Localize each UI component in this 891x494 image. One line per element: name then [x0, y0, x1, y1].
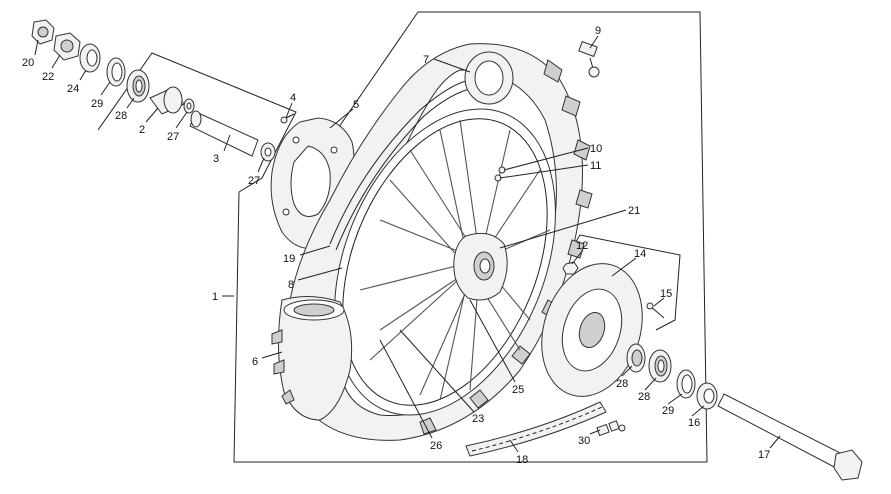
wheel-hub-part [453, 232, 508, 301]
tube-part [464, 51, 514, 105]
chain-side-spacer-part [696, 382, 718, 410]
callout-26: 26 [430, 440, 442, 452]
callout-2: 2 [139, 124, 145, 136]
callout-28-right-outer: 28 [616, 378, 628, 390]
callout-14: 14 [634, 248, 646, 260]
valve-part [578, 40, 600, 78]
inner-tube-part [329, 79, 475, 251]
bearing-part-right-inner [648, 349, 672, 383]
disc-bolt-part [280, 113, 295, 124]
callout-25: 25 [512, 384, 524, 396]
callout-3: 3 [213, 153, 219, 165]
hub-spacer-part [149, 86, 185, 115]
callout-12: 12 [576, 240, 588, 252]
axle-nut-part [31, 19, 55, 45]
bearing-part-left [126, 69, 150, 103]
callout-29-right: 29 [662, 405, 674, 417]
callout-27-lower: 27 [248, 175, 260, 187]
callout-16: 16 [688, 417, 700, 429]
callout-18: 18 [516, 454, 528, 466]
callout-28-right-inner: 28 [638, 391, 650, 403]
callout-8: 8 [288, 279, 294, 291]
washer-part-lower [260, 142, 276, 162]
seal-part-right [676, 369, 696, 399]
callout-17: 17 [758, 449, 770, 461]
callout-30: 30 [578, 435, 590, 447]
callout-27-upper: 27 [167, 131, 179, 143]
callout-7: 7 [423, 54, 429, 66]
tire-section-part [271, 296, 353, 421]
callout-6: 6 [252, 356, 258, 368]
callout-21: 21 [628, 205, 640, 217]
callout-4: 4 [290, 92, 296, 104]
rim-part [334, 108, 556, 416]
drive-chain-part [465, 401, 607, 457]
spacer-part [79, 43, 101, 73]
rear-sprocket-part [541, 263, 643, 397]
callout-23: 23 [472, 413, 484, 425]
callout-leader-lines [34, 35, 781, 453]
callout-19: 19 [283, 253, 295, 265]
callout-5: 5 [353, 99, 359, 111]
bearing-part-right-outer [626, 343, 646, 373]
callout-11: 11 [590, 160, 601, 172]
callout-24: 24 [67, 83, 79, 95]
seal-part-left [106, 57, 126, 87]
callout-10: 10 [590, 143, 602, 155]
axle-tube-part [189, 110, 259, 157]
callout-20: 20 [22, 57, 34, 69]
master-link-part [596, 420, 626, 437]
callout-labels: 20 22 24 29 28 2 27 3 27 4 5 7 9 10 11 2… [22, 25, 770, 466]
washer-part-upper [183, 98, 195, 114]
callout-28-left: 28 [115, 110, 127, 122]
sprocket-bolt-part [646, 302, 665, 319]
callout-29-left: 29 [91, 98, 103, 110]
callout-22: 22 [42, 71, 54, 83]
callout-9: 9 [595, 25, 601, 37]
callout-1: 1 [212, 291, 218, 303]
castle-nut-part [53, 32, 81, 61]
rear-axle-part [717, 393, 863, 481]
callout-15: 15 [660, 288, 672, 300]
